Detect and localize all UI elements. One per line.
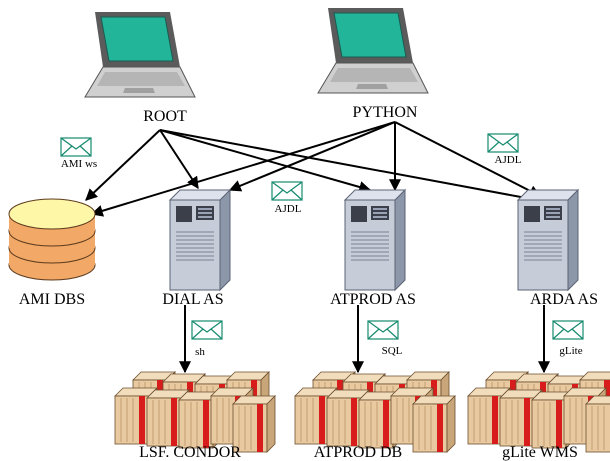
arda-server: ARDA AS <box>517 189 598 308</box>
atprod-server: ATPROD AS <box>330 189 416 308</box>
arrow-root-to-ami <box>85 129 161 201</box>
ajdl-left-label: AJDL <box>275 203 302 215</box>
envelope-icon <box>60 137 92 157</box>
lsf-condor-cluster: LSF. CONDOR <box>115 372 275 461</box>
arrow-root-to-dial <box>159 129 199 190</box>
laptop-icon <box>317 7 429 94</box>
server-icon <box>169 189 231 291</box>
arda-as-label: ARDA AS <box>530 291 598 308</box>
lsf-condor-label: LSF. CONDOR <box>139 444 241 461</box>
ami-database: AMI DBS <box>8 198 96 308</box>
sql-label: SQL <box>382 345 403 357</box>
sh-label: sh <box>195 346 205 358</box>
envelope-icon <box>367 320 399 340</box>
glite-msg-label: gLite <box>559 345 582 357</box>
message-ami-ws: AMI ws <box>60 137 97 170</box>
arrow-python-to-ami <box>90 121 396 217</box>
dial-server: DIAL AS <box>162 189 231 308</box>
atprod-as-label: ATPROD AS <box>330 291 416 308</box>
message-sql: SQL <box>367 320 403 357</box>
message-ajdl-right: AJDL <box>487 133 522 166</box>
cluster-icon <box>295 372 455 452</box>
atprod-db-cluster: ATPROD DB <box>295 372 455 461</box>
arrow-root-to-atprod <box>159 129 372 193</box>
root-label: ROOT <box>143 108 187 125</box>
dial-as-label: DIAL AS <box>162 291 223 308</box>
arrow-python-to-arda <box>394 121 542 197</box>
connection-arrows <box>85 121 550 374</box>
database-icon <box>8 198 96 281</box>
cluster-icon <box>468 372 610 452</box>
envelope-icon <box>487 133 519 153</box>
arrow-root-to-arda <box>159 129 539 204</box>
envelope-icon <box>271 181 303 201</box>
glite-wms-label: gLite WMS <box>502 444 578 461</box>
glite-wms-cluster: gLite WMS <box>468 372 610 461</box>
cluster-icon <box>115 372 275 452</box>
message-sh: sh <box>191 320 223 358</box>
python-label: PYTHON <box>353 104 418 121</box>
envelope-icon <box>191 320 223 340</box>
message-glite: gLite <box>552 320 584 357</box>
python-client: PYTHON <box>317 7 429 121</box>
message-ajdl-left: AJDL <box>271 181 303 215</box>
laptop-icon <box>84 11 196 98</box>
root-client: ROOT <box>84 11 196 125</box>
server-icon <box>344 189 406 291</box>
ajdl-right-label: AJDL <box>495 154 522 166</box>
server-icon <box>517 189 579 291</box>
envelope-icon <box>552 320 584 340</box>
atprod-db-label: ATPROD DB <box>314 444 402 461</box>
ami-ws-label: AMI ws <box>61 158 97 170</box>
arrow-python-to-dial <box>228 121 396 192</box>
ami-dbs-label: AMI DBS <box>19 291 85 308</box>
